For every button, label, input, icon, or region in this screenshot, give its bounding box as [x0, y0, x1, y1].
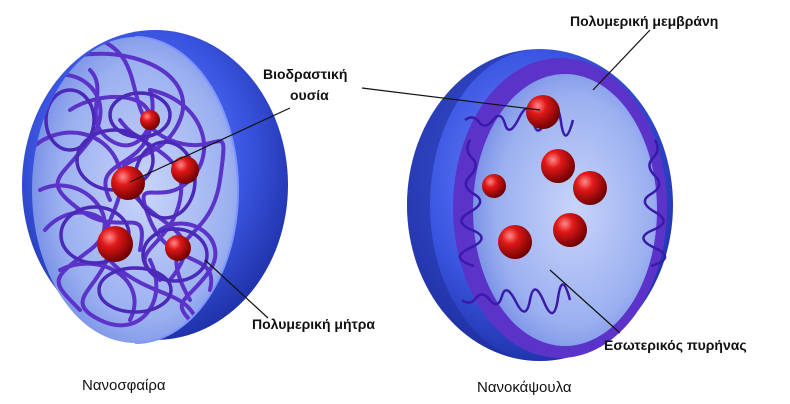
bioactive-particle — [111, 166, 145, 200]
bioactive-particle — [165, 235, 191, 261]
bioactive-particle — [482, 174, 506, 198]
nanosphere-figure — [22, 30, 288, 343]
label-polymer-membrane: Πολυμερική μεμβράνη — [570, 13, 718, 30]
bioactive-particle — [171, 156, 199, 184]
pointer-membrane — [593, 30, 650, 90]
bioactive-particle — [97, 226, 133, 262]
bioactive-particle — [498, 225, 532, 259]
label-bioactive-line1: Βιοδραστική — [263, 66, 347, 83]
label-inner-core: Εσωτερικός πυρήνας — [604, 337, 747, 354]
bioactive-particle — [526, 95, 560, 129]
label-bioactive-line2: ουσία — [290, 87, 329, 104]
label-polymer-matrix: Πολυμερική μήτρα — [252, 316, 375, 333]
bioactive-particle — [140, 110, 160, 130]
caption-nanocapsule: Νανοκάψουλα — [477, 379, 572, 397]
nanocapsule-inner-core — [473, 74, 657, 346]
bioactive-particle — [553, 213, 587, 247]
nanocapsule-figure — [407, 49, 673, 361]
caption-nanosphere: Νανοσφαίρα — [82, 377, 166, 395]
bioactive-particle — [573, 171, 607, 205]
bioactive-particle — [541, 149, 575, 183]
